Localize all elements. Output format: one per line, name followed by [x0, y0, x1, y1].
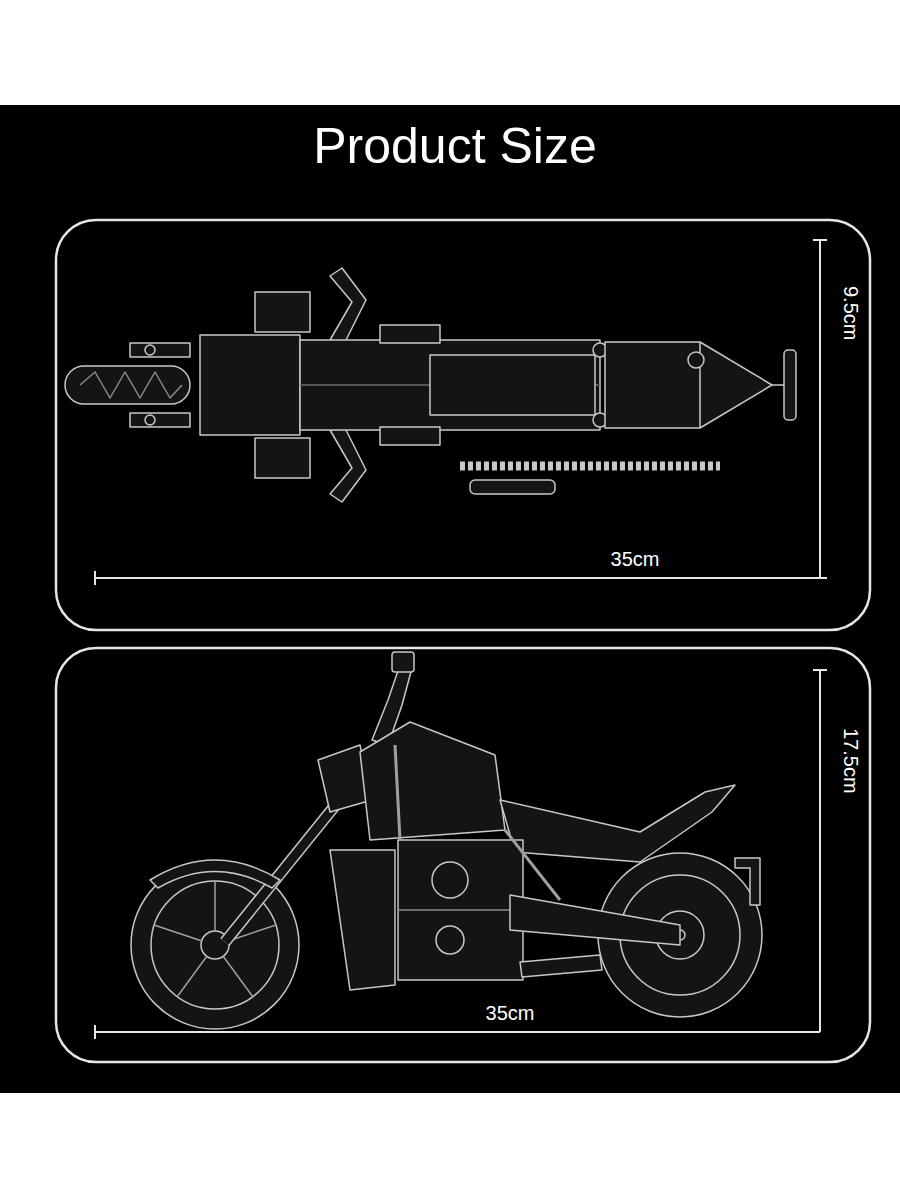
motorcycle-top-view: [65, 268, 796, 502]
frame-part: [380, 427, 440, 445]
black-ground: [0, 105, 900, 1093]
rear-light: [784, 350, 796, 420]
chain: [460, 462, 720, 471]
frame-part: [380, 325, 440, 343]
mirror: [392, 652, 414, 672]
page-title: Product Size: [313, 118, 596, 176]
handlebar: [330, 268, 366, 342]
dimension-lines: [95, 240, 827, 1039]
tail-bolt: [688, 352, 704, 368]
light-mount: [772, 384, 784, 386]
tick: [94, 571, 96, 585]
tire-tread: [80, 372, 182, 398]
lower-fairing: [330, 850, 395, 990]
tick: [813, 669, 827, 671]
dimension-label: 9.5cm: [839, 286, 862, 340]
tick: [813, 577, 827, 579]
side-panel: [255, 438, 310, 478]
seat-tail: [500, 785, 735, 862]
engine-cover: [436, 926, 464, 954]
bolt: [145, 415, 155, 425]
exhaust: [520, 955, 602, 977]
tick: [94, 1025, 96, 1039]
front-tire: [131, 861, 299, 1029]
tank-body: [300, 340, 600, 430]
dimension-label: 35cm: [611, 548, 660, 571]
engine: [398, 840, 523, 980]
length-line: [95, 1031, 820, 1033]
engine-cover: [432, 862, 468, 898]
motorcycle-side-view: [131, 652, 762, 1029]
side-panel: [255, 292, 310, 332]
bolt: [145, 345, 155, 355]
dimension-label: 35cm: [486, 1002, 535, 1025]
height-line: [819, 670, 821, 1032]
top-view-panel: [56, 220, 870, 630]
swingarm: [510, 895, 680, 945]
handlebar: [330, 428, 366, 502]
fuel-tank: [360, 722, 505, 840]
exhaust: [470, 480, 555, 494]
front-tire: [65, 366, 190, 404]
fork: [130, 413, 190, 427]
front-fairing: [200, 335, 300, 435]
fork: [130, 343, 190, 357]
plate-holder: [735, 858, 760, 905]
dimension-label: 17.5cm: [839, 728, 862, 794]
seat: [430, 355, 595, 415]
frame-tube: [395, 745, 400, 840]
frame-tube: [505, 830, 560, 900]
rear-fender: [605, 342, 772, 428]
tick: [813, 239, 827, 241]
width-line: [819, 240, 821, 578]
engine-seam: [398, 909, 523, 911]
length-line: [95, 577, 820, 579]
front-fender: [150, 860, 280, 888]
side-view-panel: [56, 648, 870, 1062]
